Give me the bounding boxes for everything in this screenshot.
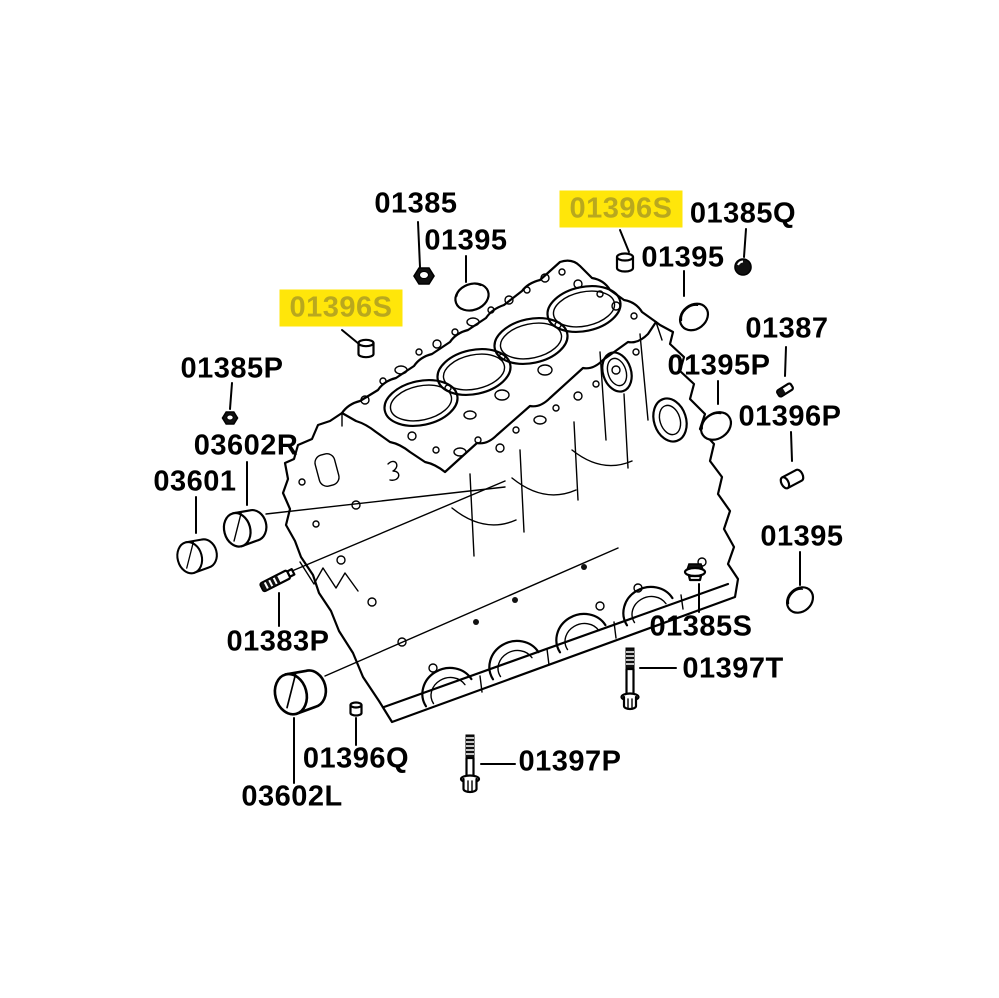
part-label-01385Q[interactable]: 01385Q — [689, 197, 797, 230]
part-label-01395-b[interactable]: 01395 — [641, 241, 725, 274]
part-label-01387[interactable]: 01387 — [745, 312, 829, 345]
flange-bolt-icon — [459, 734, 481, 794]
dowel-plug-icon — [357, 338, 375, 359]
dowel-pin-icon — [776, 382, 794, 398]
part-label-01385[interactable]: 01385 — [374, 187, 458, 220]
flange-bolt-icon — [620, 647, 640, 711]
hex-nut-icon — [413, 267, 435, 285]
part-label-01396S-top[interactable]: 01396S — [559, 190, 683, 228]
part-label-03602R[interactable]: 03602R — [193, 429, 299, 462]
part-label-03601[interactable]: 03601 — [153, 465, 237, 498]
part-label-01385P[interactable]: 01385P — [180, 352, 284, 385]
screw-plug-icon — [683, 563, 707, 582]
part-label-01397T[interactable]: 01397T — [682, 652, 784, 685]
bearing-shell-icon — [176, 538, 218, 575]
part-label-01396S-left[interactable]: 01396S — [279, 289, 403, 327]
engine-block-drawing — [281, 259, 740, 724]
cup-plug-icon — [678, 302, 710, 332]
bearing-shell-icon — [222, 509, 268, 548]
part-label-01395P[interactable]: 01395P — [667, 349, 771, 382]
bearing-shell-icon — [273, 669, 328, 716]
cup-plug-icon — [699, 411, 733, 441]
sleeve-plug-icon — [779, 468, 805, 490]
part-label-01396P[interactable]: 01396P — [738, 400, 842, 433]
part-icons — [176, 252, 815, 794]
part-label-01385S[interactable]: 01385S — [649, 610, 753, 643]
knurled-stud-icon — [259, 568, 296, 593]
dome-plug-icon — [349, 701, 363, 717]
cup-plug-icon — [454, 282, 490, 312]
part-label-01383P[interactable]: 01383P — [226, 625, 330, 658]
dowel-plug-icon — [615, 252, 635, 273]
part-label-01396Q[interactable]: 01396Q — [302, 742, 410, 775]
hex-nut-icon — [221, 411, 239, 425]
part-label-01397P[interactable]: 01397P — [518, 745, 622, 778]
part-label-01395-c[interactable]: 01395 — [760, 520, 844, 553]
part-label-03602L[interactable]: 03602L — [241, 780, 343, 813]
ball-plug-icon — [734, 258, 752, 276]
part-label-01395-a[interactable]: 01395 — [424, 224, 508, 257]
leader-lines — [195, 221, 801, 784]
cup-plug-icon — [785, 586, 815, 614]
